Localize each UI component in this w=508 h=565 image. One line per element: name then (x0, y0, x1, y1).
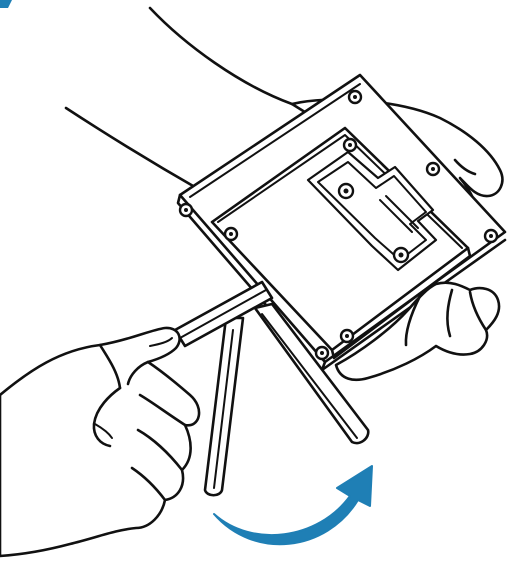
screw-inner-right (427, 163, 439, 175)
left-hand (0, 328, 199, 556)
screw-outer-bottom (316, 347, 328, 359)
screw-bracket-bottom (394, 248, 408, 262)
screw-outer-right (485, 230, 497, 242)
screw-inner-left (225, 228, 237, 240)
rotation-arrow-icon (214, 466, 372, 544)
screw-outer-left (180, 204, 192, 216)
stand-leg-front (205, 318, 243, 495)
screw-inner-top (344, 139, 356, 151)
screw-bracket-top (339, 184, 353, 198)
corner-marker-icon (0, 0, 12, 8)
screw-outer-top (349, 91, 361, 103)
screw-inner-bottom (341, 330, 353, 342)
